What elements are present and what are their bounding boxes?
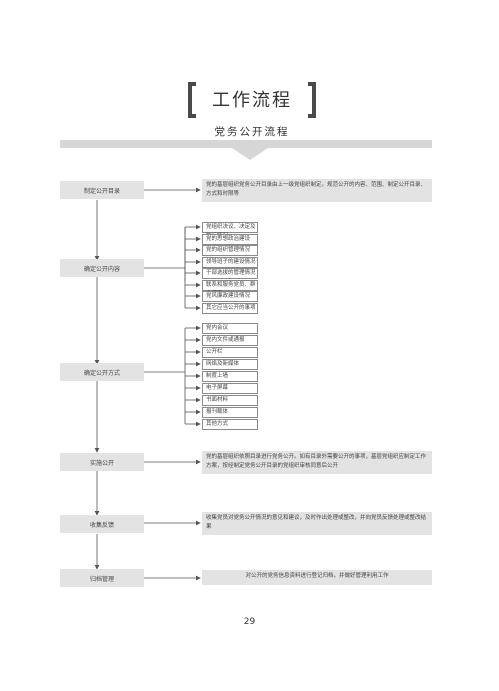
step-determine-method: 确定公开方式: [60, 363, 144, 381]
content-item: 领导班子的建设情况: [202, 257, 258, 268]
method-item: 电子屏幕: [202, 383, 258, 394]
step-determine-content: 确定公开内容: [60, 259, 144, 277]
desc-feedback: 收集党员对党务公开情况的意见和建议，及时作出处理或整改，并向党员反馈处理或整改结…: [202, 512, 432, 535]
method-item: 党内文件或通报: [202, 335, 258, 346]
content-item: 党风廉政建设情况: [202, 291, 258, 302]
left-bracket: [188, 82, 196, 118]
title-block: 工作流程: [188, 82, 316, 118]
step-archive: 归档管理: [60, 569, 144, 587]
step-implement: 实施公开: [60, 453, 144, 471]
method-item: 其他方式: [202, 419, 258, 430]
header-band: [60, 140, 432, 148]
method-item: 书面材料: [202, 395, 258, 406]
method-item: 制度上墙: [202, 371, 258, 382]
content-item: 党的组织管理情况: [202, 245, 258, 256]
page-number: 29: [243, 617, 256, 627]
method-item: 公开栏: [202, 347, 258, 358]
step-collect-feedback: 收集反馈: [60, 515, 144, 533]
content-item: 其它应当公开的事项: [202, 303, 258, 314]
desc-implement: 党的基层组织依照目录进行党务公开。如有目录外需要公开的事项，基层党组织应制定工作…: [202, 451, 432, 474]
content-item: 党的思想政治建设: [202, 234, 258, 245]
method-item: 报刊载体: [202, 407, 258, 418]
content-item: 联系和服务党员、群众情况: [202, 280, 258, 297]
method-item: 网络及新媒体: [202, 359, 258, 370]
right-bracket: [308, 82, 316, 118]
method-item: 党内会议: [202, 323, 258, 334]
content-item: 干部选拔的管理情况: [202, 268, 258, 279]
desc-archive: 对公开的党务信息资料进行登记归档，并做好管理利用工作: [202, 570, 432, 585]
page-subtitle: 党务公开流程: [214, 126, 290, 138]
content-item: 党组织决议、决定及执行情况: [202, 222, 258, 239]
page-title: 工作流程: [212, 90, 292, 111]
desc-directory: 党的基层组织党务公开目录由上一级党组织制定。规范公开的内容、范围、制定公开目录、…: [202, 179, 432, 202]
step-make-directory: 制定公开目录: [60, 181, 144, 199]
header-band-notch: [232, 148, 268, 160]
